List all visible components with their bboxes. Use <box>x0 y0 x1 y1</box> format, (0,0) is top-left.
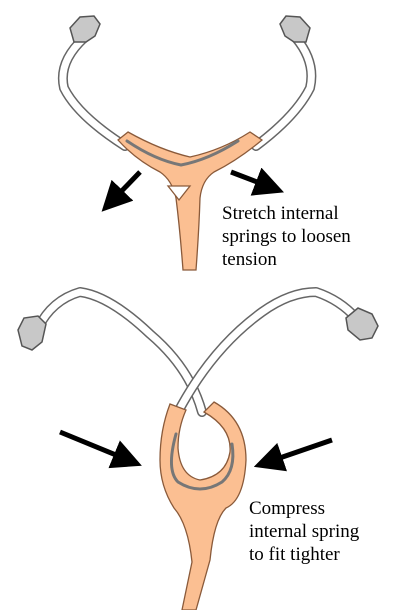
bottom-internal-spring <box>170 432 235 491</box>
bottom-right-earpiece-icon <box>345 307 379 341</box>
stretch-arrow-left-icon <box>101 170 142 212</box>
stretch-caption-line-3: tension <box>222 249 277 270</box>
stretch-caption: Stretch internal springs to loosen tensi… <box>222 202 351 271</box>
top-yoke-body <box>117 131 264 271</box>
bottom-stethoscope <box>17 287 379 610</box>
top-left-earpiece-icon <box>69 15 101 43</box>
compress-caption-line-1: Compress <box>249 498 325 519</box>
compress-caption: Compress internal spring to fit tighter <box>249 497 359 566</box>
top-right-earpiece-icon <box>279 15 311 43</box>
bottom-left-earpiece-icon <box>17 315 47 351</box>
compress-arrow-right-icon <box>253 437 333 472</box>
top-stethoscope <box>58 15 317 271</box>
stretch-caption-line-2: springs to loosen <box>222 226 351 247</box>
compress-caption-line-3: to fit tighter <box>249 544 340 565</box>
bottom-yoke-body <box>159 401 247 610</box>
top-yoke-hole <box>166 185 192 202</box>
compress-arrow-left-icon <box>59 429 142 469</box>
top-internal-spring <box>125 139 240 167</box>
stretch-caption-line-1: Stretch internal <box>222 203 339 224</box>
stretch-arrow-right-icon <box>230 167 285 196</box>
compress-caption-line-2: internal spring <box>249 521 360 542</box>
